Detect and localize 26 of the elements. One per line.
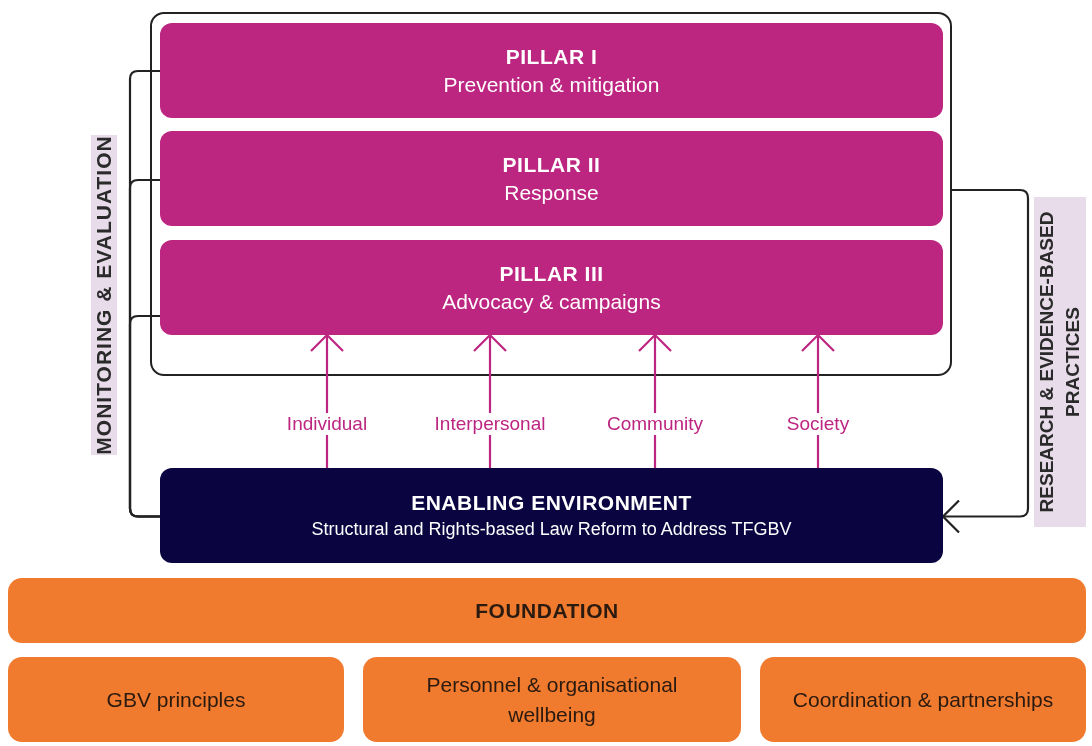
box-text: GBV principles — [105, 686, 247, 713]
box-text: Advocacy & campaigns — [442, 289, 661, 314]
foundation-box — [363, 657, 741, 742]
edge-label: Society — [784, 413, 852, 435]
pillar-box — [160, 23, 943, 118]
box-text: Personnel & organisational wellbeing — [425, 671, 679, 728]
enabling-box — [160, 468, 943, 563]
connector-line — [128, 314, 160, 518]
box-text: Coordination & partnerships — [791, 686, 1055, 713]
box-heading: ENABLING ENVIRONMENT — [411, 491, 692, 515]
container-frame — [150, 12, 952, 376]
box-heading: PILLAR I — [505, 44, 598, 69]
box-text: Structural and Rights-based Law Reform to Address TFGBV — [311, 519, 792, 540]
side-label: RESEARCH & EVIDENCE-BASED PRACTICES — [1034, 197, 1086, 527]
foundation-box — [8, 657, 344, 742]
pillar-box — [160, 131, 943, 226]
side-label: MONITORING & EVALUATION — [91, 135, 117, 455]
pillar-box — [160, 240, 943, 335]
box-text: Response — [504, 180, 599, 205]
box-heading: PILLAR II — [502, 152, 601, 177]
box-text: Prevention & mitigation — [443, 72, 660, 97]
foundation-bar — [8, 578, 1086, 643]
box-text: FOUNDATION — [475, 598, 619, 623]
box-heading: PILLAR III — [499, 261, 604, 286]
foundation-box — [760, 657, 1086, 742]
arrow — [941, 188, 1030, 534]
